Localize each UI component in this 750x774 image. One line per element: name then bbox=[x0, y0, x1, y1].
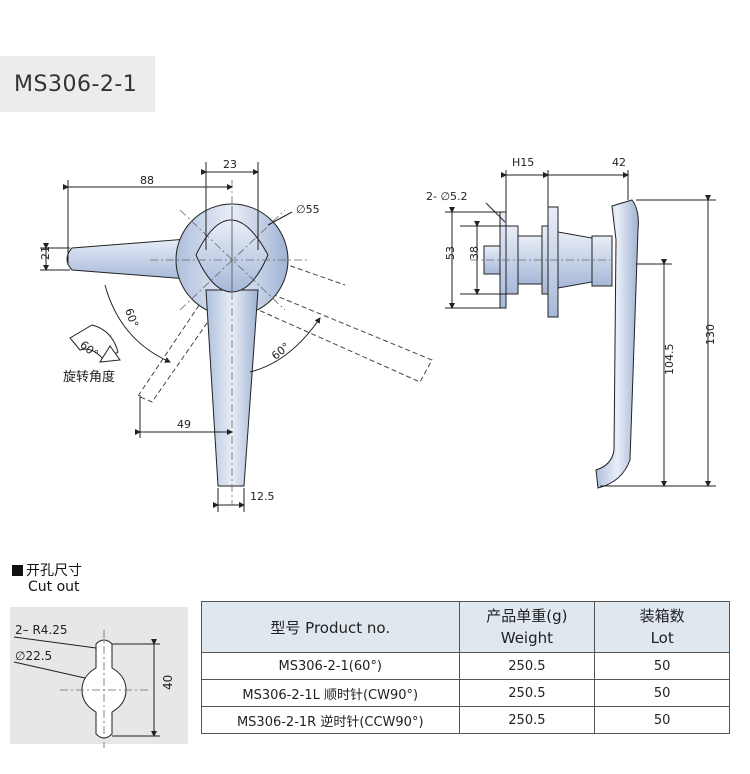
cutout-heading: 开孔尺寸 bbox=[12, 560, 82, 580]
dim-88: 88 bbox=[140, 174, 154, 187]
angle-left: 60° bbox=[122, 307, 141, 330]
front-view bbox=[40, 162, 433, 512]
dim-53: 53 bbox=[444, 246, 457, 260]
cell-product: MS306-2-1L 顺时针(CW90°) bbox=[201, 679, 460, 707]
dim-dia55: ∅55 bbox=[296, 203, 320, 216]
angle-right: 60° bbox=[269, 340, 292, 362]
header-product: 型号 Product no. bbox=[201, 601, 460, 653]
cutout-dim-40: 40 bbox=[161, 675, 175, 690]
cell-lot: 50 bbox=[594, 679, 730, 707]
cutout-dim-r: 2– R4.25 bbox=[15, 623, 68, 637]
cell-lot: 50 bbox=[594, 706, 730, 734]
title-band bbox=[0, 56, 155, 112]
cell-product: MS306-2-1(60°) bbox=[201, 652, 460, 680]
dim-130: 130 bbox=[704, 324, 717, 345]
bullet-square-icon bbox=[12, 565, 23, 576]
model-title: MS306-2-1 bbox=[14, 72, 138, 97]
cutout-drawing bbox=[13, 630, 160, 748]
cell-weight: 250.5 bbox=[458, 706, 596, 734]
header-lot: 装箱数 Lot bbox=[594, 601, 730, 653]
cell-lot: 50 bbox=[594, 652, 730, 680]
cutout-heading-en: Cut out bbox=[28, 579, 80, 595]
table-header-row: 型号 Product no. 产品单重(g) Weight 装箱数 Lot bbox=[201, 601, 730, 653]
table-row: MS306-2-1R 逆时针(CCW90°) 250.5 50 bbox=[201, 706, 730, 734]
rotation-angle-icon bbox=[69, 324, 121, 363]
table-row: MS306-2-1(60°) 250.5 50 bbox=[201, 652, 730, 680]
dim-104-5: 104.5 bbox=[663, 344, 676, 376]
cutout-dim-dia: ∅22.5 bbox=[15, 649, 52, 663]
dim-hole: 2- ∅5.2 bbox=[426, 190, 468, 203]
cell-product: MS306-2-1R 逆时针(CCW90°) bbox=[201, 706, 460, 734]
dim-38: 38 bbox=[468, 246, 481, 260]
dim-12-5: 12.5 bbox=[250, 490, 275, 503]
side-view bbox=[445, 170, 716, 489]
table-row: MS306-2-1L 顺时针(CW90°) 250.5 50 bbox=[201, 679, 730, 707]
dim-21: 21 bbox=[39, 246, 52, 260]
cell-weight: 250.5 bbox=[458, 652, 596, 680]
dim-23: 23 bbox=[223, 158, 237, 171]
spec-table: 型号 Product no. 产品单重(g) Weight 装箱数 Lot MS… bbox=[201, 601, 730, 734]
header-weight: 产品单重(g) Weight bbox=[458, 601, 596, 653]
rotation-label: 旋转角度 bbox=[63, 369, 115, 385]
cell-weight: 250.5 bbox=[458, 679, 596, 707]
dim-42: 42 bbox=[612, 156, 626, 169]
dim-h15: H15 bbox=[512, 156, 534, 169]
dim-49: 49 bbox=[177, 418, 191, 431]
